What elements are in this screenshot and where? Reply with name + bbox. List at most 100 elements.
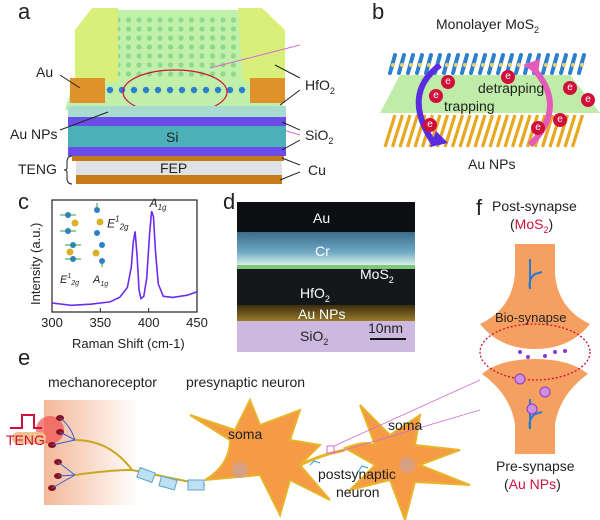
au-electrode-right bbox=[238, 8, 285, 82]
tem-image bbox=[237, 202, 415, 352]
electron-icon: e bbox=[581, 93, 595, 107]
mos2-spheres bbox=[106, 86, 246, 94]
finger-icon bbox=[12, 432, 46, 444]
label-cu: Cu bbox=[308, 162, 326, 178]
mos2-sphere bbox=[166, 86, 174, 94]
f-pre: Pre-synapse bbox=[496, 458, 575, 474]
pulse-icon bbox=[10, 414, 42, 429]
tem-cr: Cr bbox=[315, 243, 330, 259]
si-layer bbox=[68, 126, 286, 148]
teng-brace bbox=[63, 155, 73, 185]
raman-series-line bbox=[51, 210, 198, 307]
mos2-monolayer bbox=[388, 53, 586, 75]
x-tick-label: 400 bbox=[138, 315, 160, 330]
tem-sio2: SiO2 bbox=[300, 328, 329, 347]
vibration-mode-inset bbox=[60, 203, 105, 267]
panel-c-label: c bbox=[18, 189, 29, 214]
sio2-bottom bbox=[68, 147, 286, 156]
x-axis-label: Raman Shift (cm-1) bbox=[72, 336, 185, 351]
synapse-diagram bbox=[479, 244, 591, 454]
electron-icon: e bbox=[429, 89, 443, 103]
y-axis-label: Intensity (a.u.) bbox=[28, 223, 43, 305]
au-electrode-right-front bbox=[250, 78, 285, 103]
mos2-sphere bbox=[154, 86, 162, 94]
e-teng: TENG bbox=[6, 432, 45, 448]
f-pre-material: (Au NPs) bbox=[504, 476, 561, 492]
electron-icon: e bbox=[563, 81, 577, 95]
b-detrapping: detrapping bbox=[478, 80, 545, 96]
panel-d-label: d bbox=[223, 189, 236, 214]
e-soma-2: soma bbox=[388, 417, 423, 433]
f-bio-synapse: Bio-synapse bbox=[495, 310, 567, 325]
mos2-sphere bbox=[214, 86, 222, 94]
soma-nucleus-2 bbox=[399, 457, 415, 473]
zoom-line-top bbox=[209, 44, 300, 69]
tem-scalebar-label: 10nm bbox=[368, 320, 404, 336]
b-trapping: trapping bbox=[444, 98, 495, 114]
x-tick-label: 300 bbox=[41, 315, 63, 330]
au-np-rods bbox=[383, 114, 585, 148]
presynaptic-neuron-body bbox=[189, 397, 331, 518]
b-title: Monolayer MoS2 bbox=[436, 16, 540, 35]
e-postsynaptic-2: neuron bbox=[336, 484, 380, 500]
plot-frame bbox=[51, 199, 198, 313]
soma-nucleus-1 bbox=[232, 462, 248, 478]
mos2-sphere bbox=[238, 86, 246, 94]
electron-icon: e bbox=[423, 118, 437, 132]
mos2-sphere bbox=[142, 86, 150, 94]
device-schematic bbox=[59, 8, 300, 185]
b-au-nps: Au NPs bbox=[468, 156, 516, 172]
x-tick-label: 350 bbox=[89, 315, 111, 330]
label-sio2: SiO2 bbox=[305, 127, 334, 146]
mos2-sphere bbox=[178, 86, 186, 94]
mos2-lattice bbox=[115, 17, 237, 77]
fep-layer bbox=[76, 161, 282, 175]
label-au-nps: Au NPs bbox=[10, 126, 58, 142]
tem-mos2: MoS2 bbox=[360, 266, 394, 285]
raman-chart: 300 350 400 450 Intensity (a.u.) Raman Shif… bbox=[28, 196, 208, 351]
x-tick-label: 450 bbox=[186, 315, 208, 330]
e-presynaptic: presynaptic neuron bbox=[186, 374, 306, 390]
post-synapse-terminal bbox=[480, 244, 590, 349]
electron-icon: e bbox=[501, 70, 515, 84]
label-hfo2: HfO2 bbox=[305, 77, 335, 96]
au-electrode-left bbox=[75, 8, 118, 82]
e-mechanoreceptor: mechanoreceptor bbox=[48, 374, 157, 390]
mos2-sphere bbox=[106, 86, 114, 94]
tem-scalebar bbox=[370, 338, 406, 340]
mos2-sphere bbox=[190, 86, 198, 94]
f-post-material: (MoS2) bbox=[510, 216, 554, 235]
myelin-sheaths bbox=[136, 466, 205, 491]
cu-top bbox=[72, 156, 284, 161]
trapping-arrow bbox=[415, 62, 442, 147]
mos2-sphere bbox=[226, 86, 234, 94]
panel-a-label: a bbox=[18, 0, 31, 24]
inset-e2g: E12g bbox=[60, 273, 79, 287]
bio-synapse-ellipse bbox=[479, 323, 591, 381]
tem-au: Au bbox=[313, 210, 331, 226]
inset-a1g: A1g bbox=[92, 274, 108, 288]
trapping-schematic bbox=[380, 53, 600, 148]
light-layer bbox=[68, 106, 286, 118]
label-si: Si bbox=[166, 129, 179, 145]
peak-label: E12g bbox=[107, 214, 129, 231]
panel-e-label: e bbox=[18, 345, 31, 370]
label-fep: FEP bbox=[160, 160, 188, 176]
sio2-top bbox=[68, 117, 286, 127]
tem-hfo2: HfO2 bbox=[300, 285, 330, 304]
f-post: Post-synapse bbox=[492, 198, 577, 214]
au-electrode-left-front bbox=[70, 78, 105, 103]
electron-icon: e bbox=[531, 121, 545, 135]
neuron-diagram bbox=[10, 379, 480, 520]
mos2-sphere bbox=[130, 86, 138, 94]
label-teng: TENG bbox=[18, 161, 57, 177]
label-au: Au bbox=[36, 64, 54, 80]
e-postsynaptic-1: postsynaptic bbox=[318, 466, 396, 482]
panel-b-label: b bbox=[372, 0, 385, 24]
mos2-sphere bbox=[202, 86, 210, 94]
tem-au-nps: Au NPs bbox=[298, 306, 346, 322]
nerve-fiber bbox=[74, 439, 206, 486]
synapse-box bbox=[326, 445, 335, 454]
e-soma-1: soma bbox=[228, 426, 263, 442]
cu-bottom bbox=[76, 175, 282, 184]
